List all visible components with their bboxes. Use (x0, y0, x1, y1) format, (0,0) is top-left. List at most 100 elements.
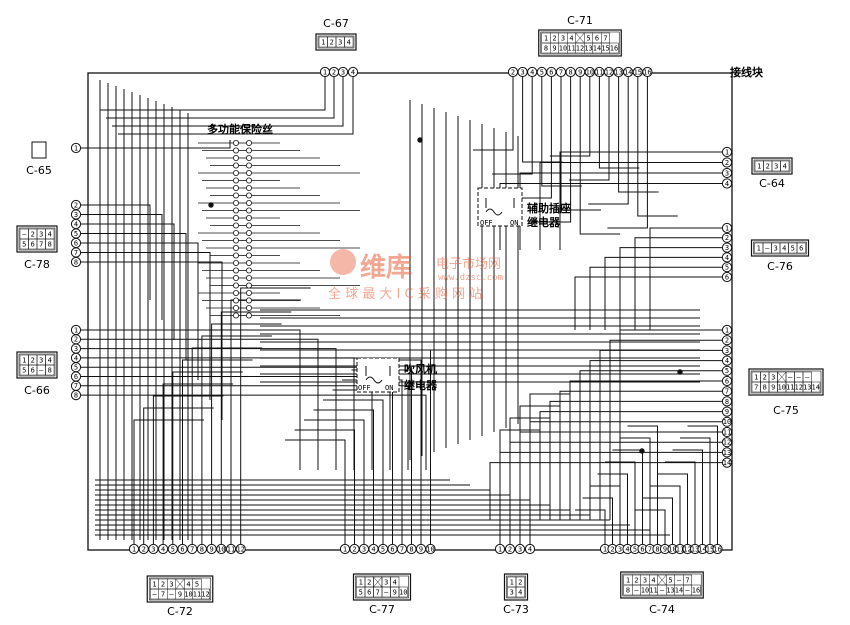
aux-relay-label-line1: 辅助插座 (527, 201, 571, 215)
svg-text:7: 7 (376, 589, 380, 597)
svg-text:15: 15 (706, 545, 714, 553)
svg-text:1: 1 (757, 245, 761, 253)
svg-text:2: 2 (508, 545, 512, 553)
svg-text:3: 3 (725, 347, 729, 355)
svg-text:12: 12 (723, 439, 731, 447)
svg-text:ON: ON (510, 219, 518, 227)
svg-text:5: 5 (668, 577, 672, 585)
blower-relay-label-line2: 继电器 (404, 378, 438, 392)
svg-text:–: – (788, 374, 793, 382)
svg-text:–: – (797, 374, 802, 382)
svg-text:4: 4 (518, 589, 522, 597)
c66-pin-5: 5 (70, 362, 82, 373)
svg-text:13: 13 (803, 384, 811, 392)
svg-text:7: 7 (648, 545, 652, 553)
c64-pin-2: 2 (721, 157, 733, 168)
svg-text:2: 2 (610, 545, 614, 553)
c76-pin-1: 1 (721, 222, 733, 234)
svg-text:8: 8 (48, 367, 52, 375)
svg-text:16: 16 (713, 545, 721, 553)
svg-text:–: – (660, 587, 665, 595)
svg-text:8: 8 (655, 545, 659, 553)
svg-text:14: 14 (812, 384, 820, 392)
svg-text:1: 1 (725, 148, 729, 156)
svg-text:10: 10 (778, 384, 786, 392)
svg-text:14: 14 (723, 459, 731, 467)
c78-pin-3: 3 (70, 209, 82, 220)
c78-pin-8: 8 (70, 256, 82, 268)
svg-text:1: 1 (498, 545, 502, 553)
svg-text:9: 9 (419, 545, 423, 553)
c74-pin-16: 16 (712, 543, 723, 555)
svg-text:3: 3 (151, 545, 155, 553)
svg-text:–: – (677, 577, 682, 585)
svg-text:6: 6 (31, 367, 35, 375)
svg-text:2: 2 (634, 577, 638, 585)
svg-text:16: 16 (692, 587, 700, 595)
svg-text:4: 4 (530, 68, 534, 76)
svg-text:6: 6 (180, 545, 184, 553)
svg-text:9: 9 (771, 384, 775, 392)
svg-text:2: 2 (74, 201, 78, 209)
svg-text:4: 4 (528, 545, 532, 553)
c77-pin-10: 10 (425, 543, 436, 555)
svg-text:13: 13 (666, 587, 674, 595)
svg-text:13: 13 (584, 45, 592, 53)
svg-text:3: 3 (39, 357, 43, 365)
c65-label: C-65 (26, 164, 52, 177)
svg-text:1: 1 (626, 577, 630, 585)
svg-text:2: 2 (511, 68, 515, 76)
svg-text:4: 4 (569, 35, 573, 43)
c71-pin-16: 16 (642, 66, 653, 78)
svg-text:10: 10 (668, 545, 676, 553)
c71-pin-5: 5 (536, 66, 547, 78)
svg-text:11: 11 (567, 45, 575, 53)
svg-text:5: 5 (540, 68, 544, 76)
svg-text:8: 8 (568, 68, 572, 76)
svg-text:12: 12 (605, 68, 613, 76)
svg-text:ON: ON (385, 384, 393, 392)
svg-text:–: – (39, 367, 44, 375)
svg-text:10: 10 (426, 545, 434, 553)
c75-pin-2: 2 (721, 335, 733, 346)
c72-pin-12: 12 (235, 543, 246, 555)
svg-text:9: 9 (393, 589, 397, 597)
svg-text:7: 7 (725, 388, 729, 396)
svg-text:4: 4 (393, 579, 397, 587)
svg-text:1: 1 (725, 326, 729, 334)
multi-fuse-label: 多功能保险丝 (207, 122, 273, 136)
svg-text:4: 4 (371, 545, 375, 553)
svg-text:5: 5 (22, 241, 26, 249)
c75-pin-13: 13 (721, 447, 733, 458)
svg-text:4: 4 (625, 545, 629, 553)
c75-pin-8: 8 (721, 396, 733, 407)
svg-text:13: 13 (691, 545, 699, 553)
c74-pin-10: 10 (667, 543, 678, 555)
svg-text:3: 3 (725, 169, 729, 177)
svg-text:1: 1 (343, 545, 347, 553)
svg-text:10: 10 (723, 418, 731, 426)
svg-text:8: 8 (763, 384, 767, 392)
svg-text:6: 6 (367, 589, 371, 597)
svg-text:5: 5 (633, 545, 637, 553)
c77-pin-3: 3 (358, 543, 370, 555)
c75-pin-4: 4 (721, 355, 733, 366)
c67-pin-3: 3 (337, 66, 349, 78)
svg-text:11: 11 (649, 587, 657, 595)
svg-text:5: 5 (22, 367, 26, 375)
svg-text:3: 3 (643, 577, 647, 585)
c75-pin-14: 14 (721, 457, 733, 468)
svg-text:3: 3 (39, 231, 43, 239)
svg-text:2: 2 (31, 231, 35, 239)
svg-text:8: 8 (200, 545, 204, 553)
c71-label: C-71 (567, 14, 593, 27)
svg-text:11: 11 (227, 545, 235, 553)
svg-text:6: 6 (390, 545, 394, 553)
c72-pin-7: 7 (187, 543, 198, 555)
svg-text:www.dzsc.com: www.dzsc.com (438, 273, 503, 283)
svg-text:11: 11 (723, 428, 731, 436)
svg-text:1: 1 (321, 39, 325, 47)
multi-fuse-block (198, 139, 360, 319)
